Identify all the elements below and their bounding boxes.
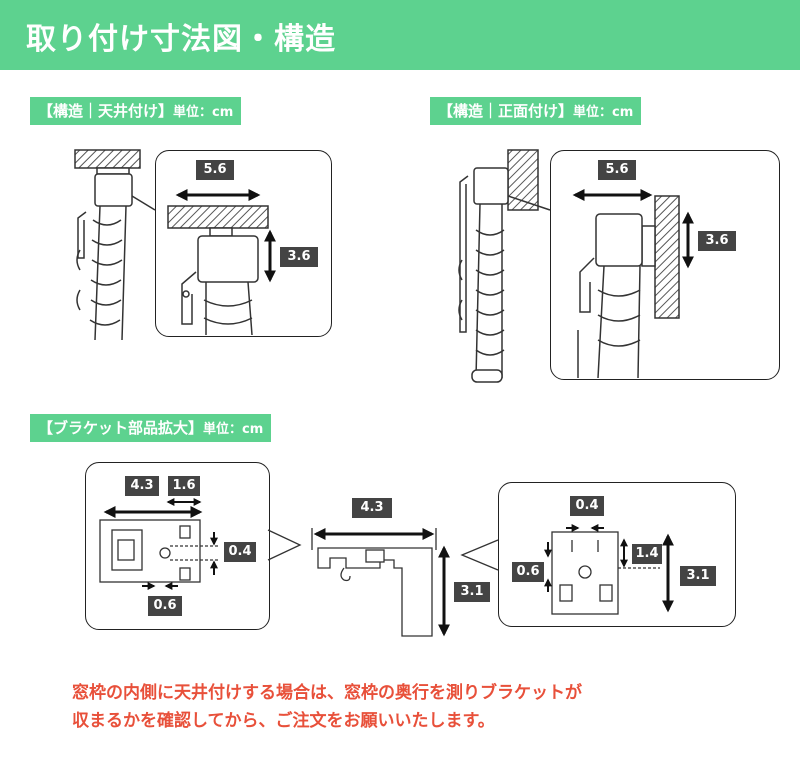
dim-bracket-right-height: 3.1 (680, 566, 716, 586)
section-label-ceiling: 【構造｜天井付け】単位：cm (30, 97, 242, 125)
header-bar: 取り付け寸法図・構造 (0, 0, 800, 70)
dim-front-height: 3.6 (698, 231, 736, 251)
section-label-bracket: 【ブラケット部品拡大】単位：cm (30, 414, 272, 442)
bracket-top-view (99, 519, 220, 583)
dim-bracket-right-side: 1.4 (632, 544, 662, 564)
dim-bracket-right-top: 0.4 (570, 496, 604, 516)
dim-front-width: 5.6 (598, 160, 636, 180)
front-mount-overview (458, 149, 551, 383)
section-label-front-text: 【構造｜正面付け】 (438, 102, 574, 120)
page-title: 取り付け寸法図・構造 (26, 22, 336, 57)
note-line-2: 収まるかを確認してから、ご注文をお願いいたします。 (72, 711, 495, 731)
section-unit-front: 単位：cm (573, 105, 634, 120)
section-unit-bracket: 単位：cm (203, 422, 264, 437)
dim-bracket-mid-width: 4.3 (352, 498, 392, 518)
dim-bracket-left-small: 1.6 (168, 476, 200, 496)
bracket-front-view (551, 531, 660, 615)
ceiling-mount-overview (74, 149, 156, 341)
dim-bracket-mid-height: 3.1 (454, 582, 490, 602)
section-unit-ceiling: 単位：cm (173, 105, 234, 120)
dim-ceiling-height: 3.6 (280, 247, 318, 267)
dimension-arrows (103, 189, 694, 637)
dim-bracket-left-bottom: 0.6 (148, 596, 182, 616)
section-label-bracket-text: 【ブラケット部品拡大】 (38, 419, 204, 437)
dim-ceiling-width: 5.6 (196, 160, 234, 180)
ceiling-mount-detail (167, 205, 269, 336)
section-label-ceiling-text: 【構造｜天井付け】 (38, 102, 174, 120)
section-label-front: 【構造｜正面付け】単位：cm (430, 97, 642, 125)
front-mount-detail (577, 195, 680, 379)
dim-bracket-left-gap: 0.4 (224, 542, 256, 562)
bracket-side-view (311, 528, 437, 637)
note-line-1: 窓枠の内側に天井付けする場合は、窓枠の奥行を測りブラケットが (72, 683, 582, 703)
callout-lines (267, 529, 499, 571)
dim-bracket-right-left: 0.6 (512, 562, 544, 582)
dim-bracket-left-width: 4.3 (125, 476, 159, 496)
